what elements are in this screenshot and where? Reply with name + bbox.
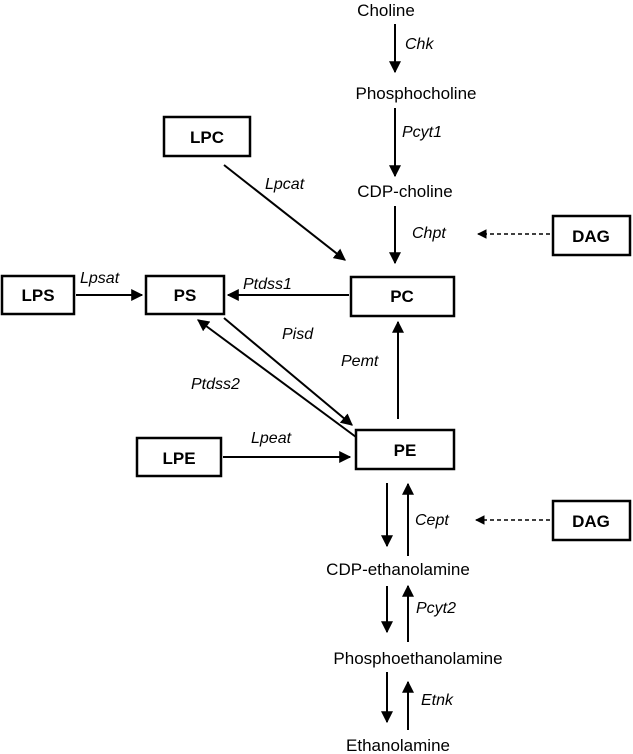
box-dag-bottom-label: DAG bbox=[572, 512, 610, 531]
enzyme-etnk: Etnk bbox=[421, 692, 454, 709]
box-lpe: LPE bbox=[135, 436, 223, 478]
box-lpc: LPC bbox=[162, 115, 252, 158]
enzyme-ptdss2: Ptdss2 bbox=[191, 376, 240, 393]
arrow-lpc-to-pc bbox=[223, 164, 346, 261]
enzyme-chpt: Chpt bbox=[412, 225, 446, 242]
enzyme-lpsat: Lpsat bbox=[80, 270, 120, 287]
enzyme-pisd: Pisd bbox=[282, 326, 314, 343]
enzyme-pcyt2: Pcyt2 bbox=[416, 600, 456, 617]
metabolite-phosphoethanolamine: Phosphoethanolamine bbox=[333, 649, 502, 668]
arrow-ps-to-pe bbox=[223, 317, 353, 426]
box-lpc-label: LPC bbox=[190, 128, 224, 147]
box-lps: LPS bbox=[0, 274, 76, 316]
box-dag-top-label: DAG bbox=[572, 227, 610, 246]
enzyme-pemt: Pemt bbox=[341, 353, 379, 370]
metabolite-choline: Choline bbox=[357, 1, 415, 20]
enzyme-pcyt1: Pcyt1 bbox=[402, 124, 442, 141]
box-pe-label: PE bbox=[394, 441, 417, 460]
enzyme-ptdss1: Ptdss1 bbox=[243, 276, 292, 293]
enzyme-chk: Chk bbox=[405, 36, 434, 53]
metabolite-ethanolamine: Ethanolamine bbox=[346, 736, 450, 754]
metabolite-cdp-ethanolamine: CDP-ethanolamine bbox=[326, 560, 470, 579]
enzyme-lpeat: Lpeat bbox=[251, 430, 292, 447]
metabolite-cdp-choline: CDP-choline bbox=[357, 182, 452, 201]
box-pc: PC bbox=[349, 275, 456, 318]
box-lps-label: LPS bbox=[21, 286, 54, 305]
box-dag-top: DAG bbox=[551, 214, 632, 257]
metabolite-phosphocholine: Phosphocholine bbox=[356, 84, 477, 103]
box-ps-label: PS bbox=[174, 286, 197, 305]
box-pc-label: PC bbox=[390, 287, 414, 306]
arrow-pe-to-ps bbox=[197, 319, 357, 438]
box-dag-bottom: DAG bbox=[551, 499, 632, 542]
enzyme-cept: Cept bbox=[415, 512, 449, 529]
box-pe: PE bbox=[354, 428, 456, 471]
box-ps: PS bbox=[144, 274, 226, 316]
box-lpe-label: LPE bbox=[162, 449, 195, 468]
enzyme-lpcat: Lpcat bbox=[265, 176, 305, 193]
